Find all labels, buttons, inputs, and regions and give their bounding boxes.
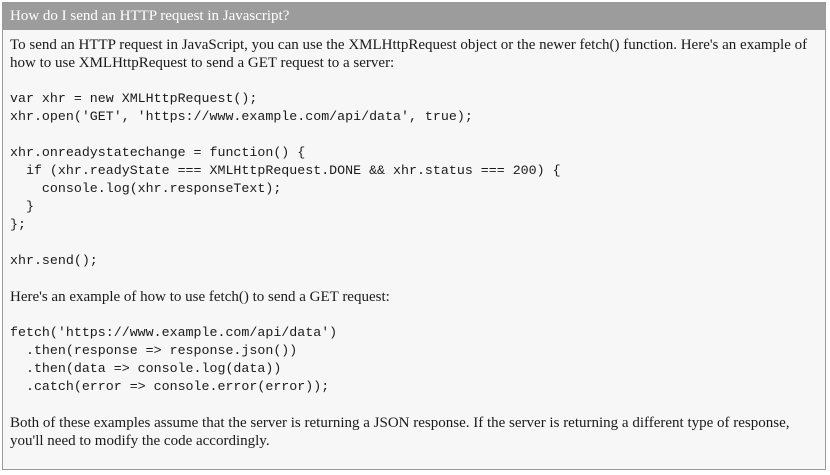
code-line <box>10 126 818 144</box>
answer-intro: To send an HTTP request in JavaScript, y… <box>10 37 808 71</box>
code-line: xhr.send(); <box>10 253 98 268</box>
fetch-intro: Here's an example of how to use fetch() … <box>10 289 390 305</box>
code-line: } <box>10 199 34 214</box>
fetch-code-block: fetch('https://www.example.com/api/data'… <box>10 324 818 396</box>
code-line: console.log(xhr.responseText); <box>10 181 282 196</box>
answer-body: To send an HTTP request in JavaScript, y… <box>3 30 825 450</box>
code-line: xhr.onreadystatechange = function() { <box>10 145 306 160</box>
code-line: xhr.open('GET', 'https://www.example.com… <box>10 109 473 124</box>
question-header: How do I send an HTTP request in Javascr… <box>3 3 825 30</box>
code-line: if (xhr.readyState === XMLHttpRequest.DO… <box>10 163 561 178</box>
code-line: .catch(error => console.error(error)); <box>10 379 330 394</box>
xhr-code-block: var xhr = new XMLHttpRequest(); xhr.open… <box>10 90 818 270</box>
code-line: .then(data => console.log(data)) <box>10 361 282 376</box>
code-line: .then(response => response.json()) <box>10 343 298 358</box>
code-line: fetch('https://www.example.com/api/data'… <box>10 325 338 340</box>
code-line: var xhr = new XMLHttpRequest(); <box>10 91 258 106</box>
qa-card: How do I send an HTTP request in Javascr… <box>2 2 826 470</box>
code-line <box>10 234 818 252</box>
answer-conclusion: Both of these examples assume that the s… <box>10 415 790 449</box>
code-line: }; <box>10 217 26 232</box>
